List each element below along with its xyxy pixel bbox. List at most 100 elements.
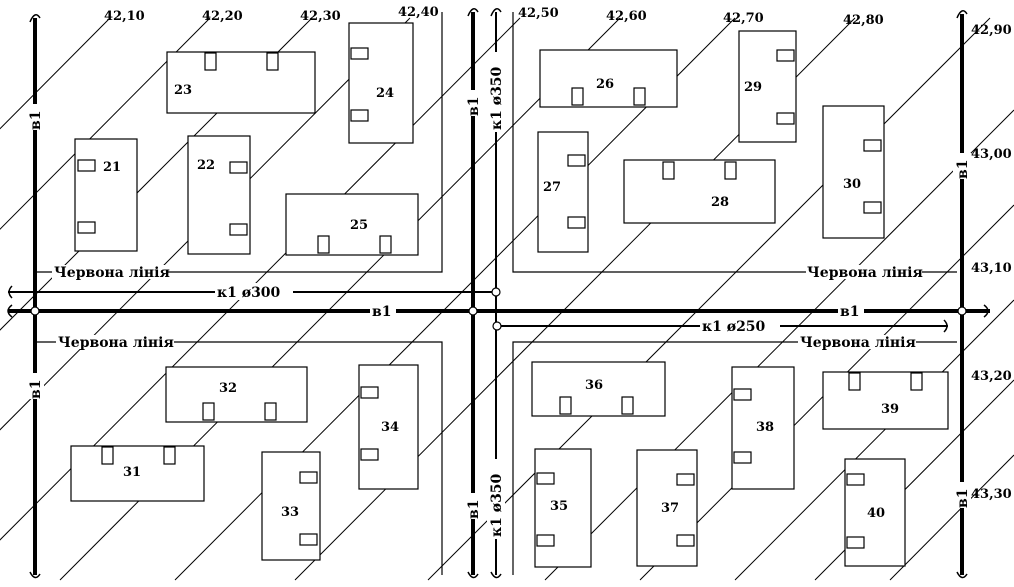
well (957, 306, 967, 316)
well (491, 287, 501, 297)
sewer-300-label: к1 ø300 (217, 285, 281, 301)
building-39 (822, 371, 949, 430)
building-number: 31 (123, 465, 141, 480)
sewer-300-end-mark (8, 285, 13, 299)
sewer-350-label: к1 ø350 (489, 473, 505, 537)
contour-label: 42,50 (518, 6, 559, 21)
well (492, 321, 502, 331)
building-24 (348, 22, 414, 144)
contour-label: 42,20 (202, 9, 243, 24)
building-35 (534, 448, 592, 568)
building-number: 24 (376, 86, 394, 101)
contour-line (0, 17, 111, 130)
building-number: 38 (756, 420, 774, 435)
well (468, 306, 478, 316)
red-line-label: Червона лінія (58, 335, 174, 351)
red-line-label: Червона лінія (800, 335, 916, 351)
contour-line (427, 17, 991, 581)
building-31 (70, 445, 205, 502)
building-33 (261, 451, 321, 561)
building-34 (358, 364, 419, 490)
red-line-nw (37, 12, 443, 273)
building-number: 36 (585, 378, 603, 393)
pipe-labels-horizontal: к1 ø300 к1 ø250 в1 в1 (215, 283, 864, 335)
contour-label: 43,20 (971, 369, 1012, 384)
building-number: 23 (174, 83, 192, 98)
break-mark (490, 571, 502, 579)
water-main-label: в1 (955, 489, 971, 508)
building-36 (531, 361, 666, 417)
building-23 (166, 51, 316, 114)
break-mark (956, 10, 968, 19)
building-number: 35 (550, 499, 568, 514)
contour-line (889, 454, 1014, 581)
break-mark (7, 304, 13, 318)
building-number: 34 (381, 420, 399, 435)
building-number: 27 (543, 180, 561, 195)
building-30 (822, 105, 885, 239)
building-38 (731, 366, 795, 490)
building-40 (844, 458, 906, 567)
water-main-label: в1 (955, 160, 971, 179)
building-number: 40 (867, 506, 885, 521)
break-mark (983, 304, 989, 318)
building-32 (165, 366, 308, 423)
break-mark (29, 14, 41, 23)
buildings (70, 22, 949, 568)
water-main-label: в1 (372, 304, 391, 320)
building-26 (539, 49, 678, 108)
water-main-label: в1 (28, 380, 44, 399)
sewer-250-label: к1 ø250 (702, 319, 766, 335)
break-mark (29, 571, 41, 579)
break-mark (490, 8, 502, 17)
contour-line (0, 17, 411, 431)
water-main-label: в1 (466, 97, 482, 116)
contour-line (0, 17, 211, 230)
water-main-label: в1 (840, 304, 859, 320)
building-28 (623, 159, 776, 224)
building-22 (187, 135, 251, 255)
building-number: 30 (843, 177, 861, 192)
sewer-350-label: к1 ø350 (489, 66, 505, 130)
building-number: 21 (103, 160, 121, 175)
contour-label: 42,10 (104, 9, 145, 24)
contour-label: 42,90 (971, 23, 1012, 38)
contour-label: 42,60 (606, 9, 647, 24)
building-37 (636, 449, 698, 567)
water-main-label: в1 (28, 111, 44, 130)
building-29 (738, 30, 797, 143)
contour-labels: 42,10 42,20 42,30 42,40 42,50 42,60 42,7… (104, 5, 1012, 502)
building-number: 33 (281, 505, 299, 520)
red-line-label: Червона лінія (807, 265, 923, 281)
contour-label: 43,30 (971, 487, 1012, 502)
contour-label: 42,40 (398, 5, 439, 20)
contour-label: 43,00 (971, 147, 1012, 162)
pipe-labels-vertical: в1 в1 в1 в1 в1 в1 к1 ø350 к1 ø350 (26, 52, 971, 539)
pipes (8, 12, 990, 575)
building-number: 37 (661, 501, 679, 516)
contour-line (544, 109, 1014, 581)
contour-line (734, 299, 1014, 581)
building-21 (74, 138, 138, 252)
building-number: 26 (596, 77, 614, 92)
water-main-label: в1 (466, 500, 482, 519)
building-number: 28 (711, 195, 729, 210)
building-number: 29 (744, 80, 762, 95)
break-marks (7, 8, 989, 579)
red-line-label: Червона лінія (54, 265, 170, 281)
break-mark (467, 8, 479, 17)
building-numbers: 21 22 23 24 25 26 27 28 29 30 31 32 33 3… (103, 77, 899, 521)
building-number: 39 (881, 402, 899, 417)
contour-label: 42,70 (723, 11, 764, 26)
building-27 (537, 131, 589, 253)
contour-label: 43,10 (971, 261, 1012, 276)
building-number: 25 (350, 218, 368, 233)
break-mark (467, 571, 479, 579)
wells (30, 287, 967, 331)
building-number: 22 (197, 158, 215, 173)
well (30, 306, 40, 316)
contour-label: 42,80 (843, 13, 884, 28)
building-25 (285, 193, 419, 256)
